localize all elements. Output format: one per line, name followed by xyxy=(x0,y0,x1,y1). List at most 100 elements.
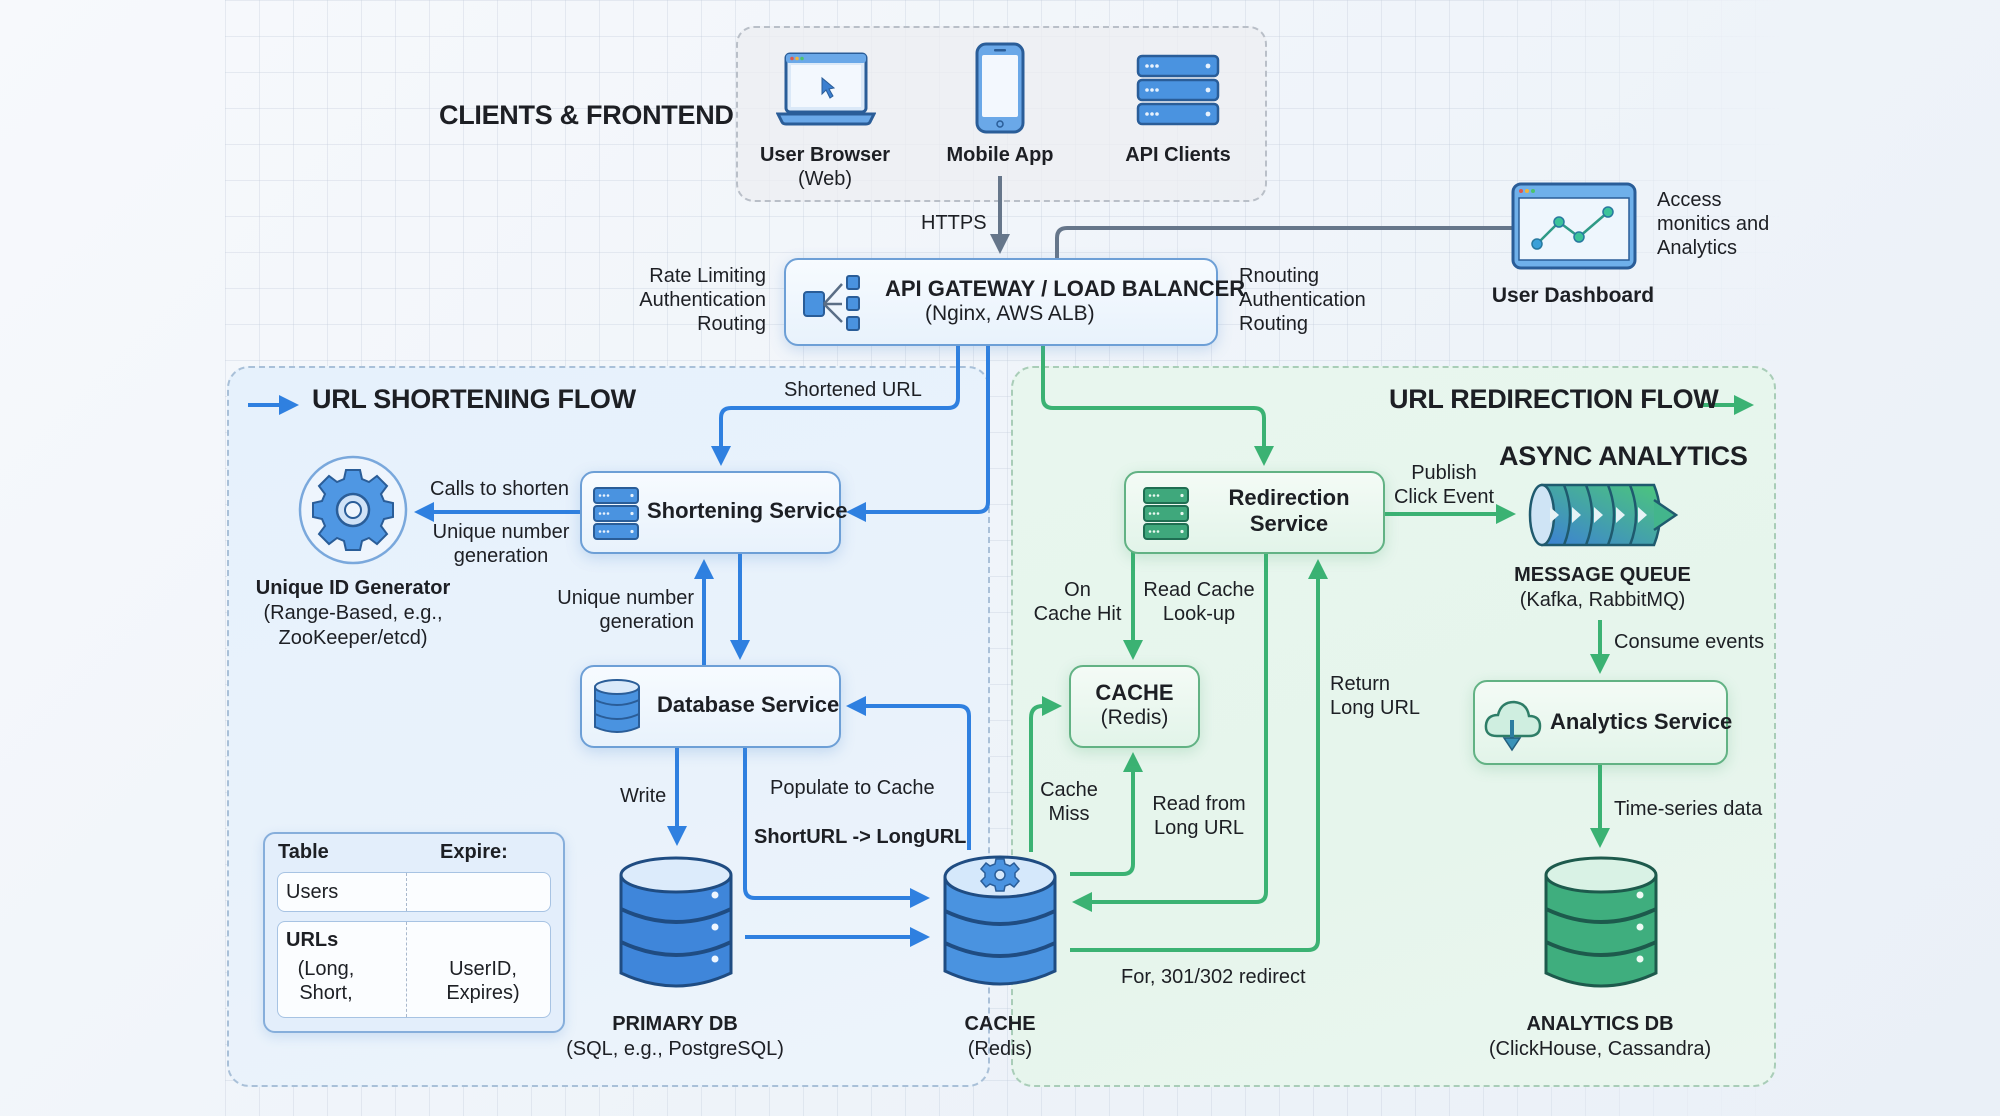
message-queue-title: MESSAGE QUEUE xyxy=(1514,564,1691,586)
id-generator-line-1: (Range-Based, e.g., xyxy=(263,602,443,624)
schema-table: Table Expire: Users URLs (Long, Short, U… xyxy=(263,832,565,1033)
client-label-api: API Clients xyxy=(1125,144,1231,166)
clients-heading: CLIENTS & FRONTEND xyxy=(439,100,734,130)
redirect-label: For, 301/302 redirect xyxy=(1121,966,1306,988)
shorturl-longurl-label: ShortURL -> LongURL xyxy=(754,826,967,848)
table-divider xyxy=(406,922,407,1017)
api-gateway-node[interactable]: API GATEWAY / LOAD BALANCER (Nginx, AWS … xyxy=(784,258,1245,346)
cache-miss-label-1: Cache xyxy=(1040,779,1098,801)
shortening-service-label: Shortening Service xyxy=(647,498,848,523)
populate-cache-label: Populate to Cache xyxy=(770,777,935,799)
dashboard-note-2: monitics and xyxy=(1657,213,1770,235)
table-cell-right-1: UserID, xyxy=(449,958,517,980)
cache-redis-node[interactable]: CACHE (Redis) xyxy=(1069,665,1200,748)
client-label-browser: User Browser xyxy=(759,144,891,166)
https-label: HTTPS xyxy=(921,212,987,234)
dashboard-connector xyxy=(1055,226,1512,258)
publish-click-label-2: Click Event xyxy=(1393,486,1495,508)
redirection-service-label-2: Service xyxy=(1249,511,1329,536)
consume-events-label: Consume events xyxy=(1614,631,1765,653)
gateway-subtitle: (Nginx, AWS ALB) xyxy=(925,302,1095,325)
read-from-long-url-label-2: Long URL xyxy=(1153,817,1245,839)
table-header-left: Table xyxy=(278,841,329,863)
return-long-url-label-2: Long URL xyxy=(1330,697,1421,719)
timeseries-label: Time-series data xyxy=(1614,798,1763,820)
on-cache-hit-label-1: On xyxy=(1064,579,1091,601)
id-generator-line-2: ZooKeeper/etcd) xyxy=(278,627,428,649)
gateway-right-note-3: Routing xyxy=(1239,313,1308,335)
server-stack-icon xyxy=(1136,54,1220,131)
read-cache-lookup-label-2: Look-up xyxy=(1162,603,1236,625)
message-queue-icon[interactable] xyxy=(1524,482,1694,553)
message-queue-subtitle: (Kafka, RabbitMQ) xyxy=(1519,589,1686,611)
database-service-node[interactable]: Database Service xyxy=(580,665,841,748)
unique-number-label-1: Unique number xyxy=(432,521,570,543)
shortened-url-arrow xyxy=(711,344,960,466)
async-analytics-heading: ASYNC ANALYTICS xyxy=(1499,441,1748,471)
gateway-left-note-2: Authentication xyxy=(639,289,766,311)
publish-click-label-1: Publish xyxy=(1411,462,1477,484)
unique-number-2-line-1: Unique number xyxy=(557,587,694,609)
shortening-flow-heading: URL SHORTENING FLOW xyxy=(312,384,636,414)
mobile-phone-icon xyxy=(975,42,1025,139)
server-stack-icon xyxy=(592,486,640,545)
server-stack-icon xyxy=(1142,486,1190,545)
analytics-service-label: Analytics Service xyxy=(1550,709,1733,734)
primary-db-subtitle: (SQL, e.g., PostgreSQL) xyxy=(566,1038,784,1060)
cloud-download-icon xyxy=(1483,696,1543,759)
client-sublabel-browser: (Web) xyxy=(797,168,853,190)
read-from-long-url-arrow xyxy=(1070,752,1143,876)
primary-db-title: PRIMARY DB xyxy=(612,1013,738,1035)
primary-db-icon[interactable] xyxy=(617,855,735,1000)
table-header-right: Expire: xyxy=(440,841,508,863)
write-label: Write xyxy=(620,785,667,807)
cache-miss-arrow xyxy=(1029,696,1062,852)
cache-title: CACHE xyxy=(964,1013,1036,1035)
analytics-db-subtitle: (ClickHouse, Cassandra) xyxy=(1488,1038,1712,1060)
id-generator-title: Unique ID Generator xyxy=(255,577,451,599)
redis-cache-icon[interactable] xyxy=(941,855,1059,1000)
table-row-users: Users xyxy=(277,872,551,912)
analytics-db-title: ANALYTICS DB xyxy=(1526,1013,1674,1035)
read-cache-lookup-line xyxy=(1072,552,1268,912)
cache-node-subtitle: (Redis) xyxy=(1100,706,1169,729)
cache-to-db-service-arrow xyxy=(846,696,971,850)
unique-number-label-2: generation xyxy=(453,545,549,567)
redirection-service-node[interactable]: Redirection Service xyxy=(1124,471,1385,554)
table-cell-right-2: Expires) xyxy=(446,982,520,1004)
return-long-url-label-1: Return xyxy=(1330,673,1391,695)
table-row-urls: URLs (Long, Short, UserID, Expires) xyxy=(277,921,551,1018)
table-row-name: URLs xyxy=(286,929,339,951)
database-service-label: Database Service xyxy=(657,692,840,717)
dashboard-label: User Dashboard xyxy=(1491,284,1655,307)
on-cache-hit-label-2: Cache Hit xyxy=(1033,603,1122,625)
read-cache-lookup-label-1: Read Cache xyxy=(1143,579,1255,601)
laptop-browser-icon xyxy=(775,52,877,133)
redirection-service-label-1: Redirection xyxy=(1228,485,1350,510)
cache-subtitle: (Redis) xyxy=(967,1038,1033,1060)
gateway-left-note-3: Routing xyxy=(697,313,766,335)
table-row-name: Users xyxy=(286,881,339,903)
dashboard-note-3: Analytics xyxy=(1657,237,1738,259)
table-cell-left-2: Short, xyxy=(299,982,353,1004)
analytics-db-icon[interactable] xyxy=(1542,855,1660,1000)
gateway-title: API GATEWAY / LOAD BALANCER xyxy=(885,276,1246,301)
cache-node-title: CACHE xyxy=(1095,680,1174,705)
gateway-to-shortening-arrow xyxy=(846,344,990,522)
unique-number-2-line-2: generation xyxy=(599,611,694,633)
analytics-service-node[interactable]: Analytics Service xyxy=(1473,680,1732,765)
client-label-mobile: Mobile App xyxy=(946,144,1054,166)
shortened-url-label: Shortened URL xyxy=(784,379,922,401)
load-balancer-icon xyxy=(802,274,862,337)
gear-icon[interactable] xyxy=(297,454,409,571)
redirection-flow-heading: URL REDIRECTION FLOW xyxy=(1389,384,1719,414)
database-icon xyxy=(592,677,642,742)
dashboard-chart-icon[interactable] xyxy=(1511,182,1637,275)
read-from-long-url-label-1: Read from xyxy=(1152,793,1246,815)
gateway-to-redirection-arrow xyxy=(1041,344,1274,466)
return-long-url-arrow xyxy=(1070,559,1328,952)
table-cell-left-1: (Long, xyxy=(297,958,355,980)
shortening-service-node[interactable]: Shortening Service xyxy=(580,471,848,554)
table-divider xyxy=(406,873,407,911)
